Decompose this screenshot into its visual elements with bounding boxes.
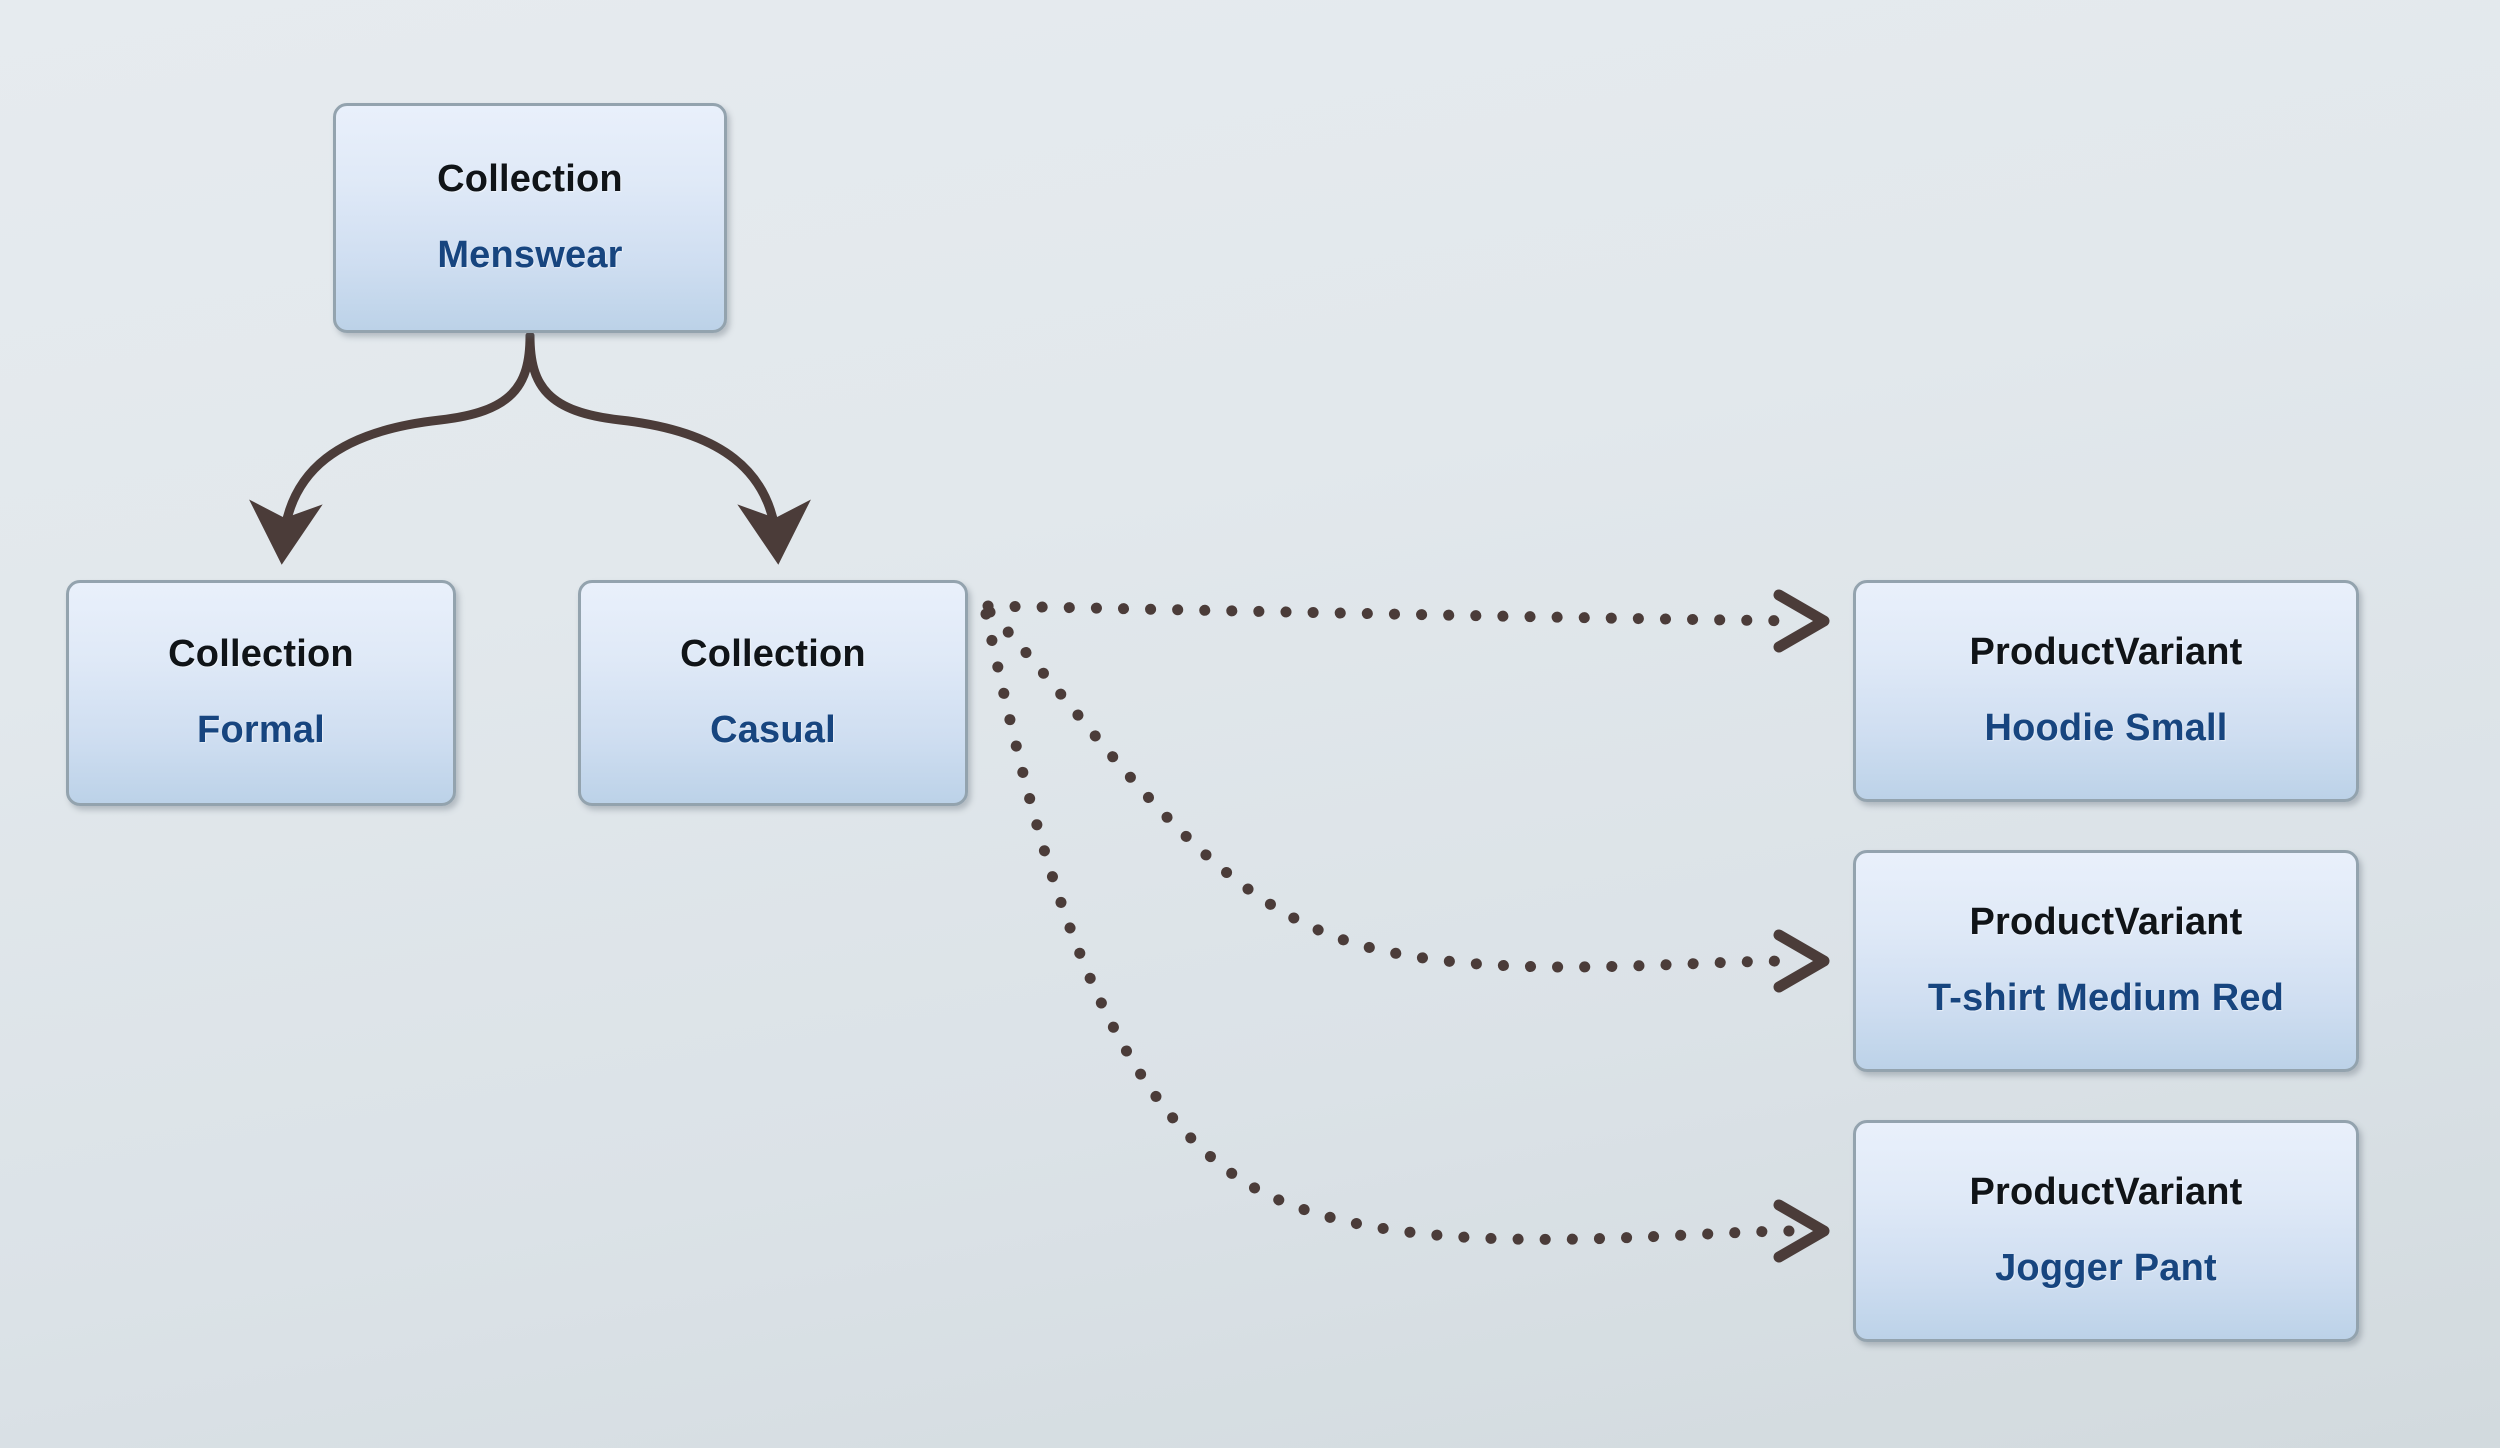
node-collection-menswear[interactable]: Collection Menswear	[333, 103, 727, 333]
node-name-label: Menswear	[437, 234, 623, 276]
node-collection-formal[interactable]: Collection Formal	[66, 580, 456, 806]
node-name-label: Jogger Pant	[1995, 1247, 2217, 1289]
node-name-label: Casual	[710, 709, 836, 751]
node-type-label: ProductVariant	[1969, 1171, 2243, 1214]
edge-menswear-to-casual	[525, 331, 811, 565]
node-type-label: Collection	[437, 158, 623, 201]
node-productvariant-hoodie-small[interactable]: ProductVariant Hoodie Small	[1853, 580, 2359, 802]
edge-menswear-to-formal	[249, 331, 535, 565]
node-name-label: T-shirt Medium Red	[1927, 977, 2285, 1019]
node-name-label: Hoodie Small	[1984, 707, 2228, 749]
node-collection-casual[interactable]: Collection Casual	[578, 580, 968, 806]
node-type-label: ProductVariant	[1969, 901, 2243, 944]
node-type-label: Collection	[168, 633, 354, 676]
edge-casual-to-tshirt-red	[984, 606, 1830, 993]
node-type-label: ProductVariant	[1969, 631, 2243, 674]
edge-casual-to-hoodie-small	[982, 589, 1830, 653]
node-productvariant-tshirt-medium-red[interactable]: ProductVariant T-shirt Medium Red	[1853, 850, 2359, 1072]
node-type-label: Collection	[680, 633, 866, 676]
node-name-label: Formal	[197, 709, 325, 751]
edge-casual-to-jogger-pant	[980, 608, 1830, 1263]
node-productvariant-jogger-pant[interactable]: ProductVariant Jogger Pant	[1853, 1120, 2359, 1342]
